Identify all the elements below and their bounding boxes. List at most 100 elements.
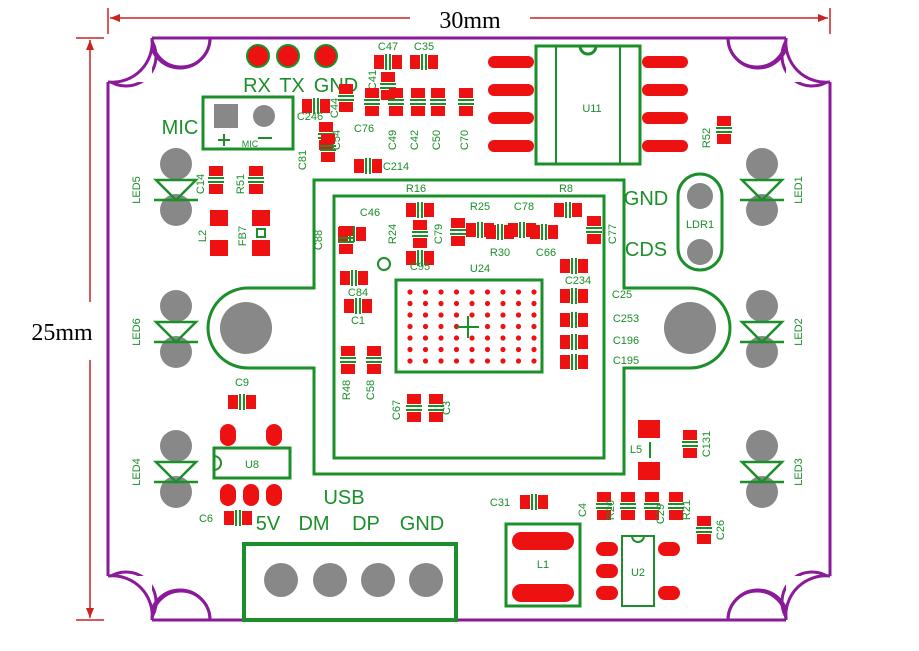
component-label: C50 [431, 130, 443, 150]
component-label: R51 [235, 174, 247, 194]
ldr: LDR1 GND CDS [624, 172, 724, 272]
bga-ball [453, 335, 460, 341]
led-label: LED4 [131, 458, 143, 486]
component-c47: C47 [374, 41, 402, 70]
component-c88: C88 [313, 226, 354, 254]
bga-ball [453, 346, 460, 353]
component-c95: C95 [406, 250, 434, 273]
ldr-label: LDR1 [686, 219, 714, 231]
component-label: C76 [354, 123, 374, 135]
led-label: LED1 [793, 176, 805, 204]
component-label: C14 [195, 174, 207, 194]
component-c70: C70 [458, 88, 474, 150]
bga-ball [531, 323, 537, 330]
component-c41: C41 [367, 70, 396, 100]
mic-label: MIC [162, 117, 199, 139]
component-c6: C6 [199, 510, 252, 526]
mount-hole-right [664, 302, 716, 354]
bga-ball [438, 289, 444, 295]
bga-ball [531, 289, 537, 295]
component-label: C9 [235, 377, 249, 389]
component-label: C47 [378, 41, 398, 53]
chip-u2: U2 [596, 535, 680, 607]
u11-label: U11 [582, 103, 601, 115]
component-label: C234 [565, 275, 591, 287]
bga-ball [484, 335, 491, 341]
component-label: C42 [409, 130, 421, 150]
width-dimension: 30mm [107, 8, 831, 34]
inductor-l5: L5 [630, 420, 660, 480]
component-label: C66 [536, 247, 556, 259]
component-label: C67 [391, 400, 403, 420]
component-c253: C253 [560, 312, 639, 328]
component-r21: R21 [668, 492, 693, 520]
component-c9: C9 [228, 377, 256, 410]
chip-u11: U11 [488, 44, 688, 166]
component-c76: C76 [354, 88, 380, 135]
bga-ball [500, 346, 506, 353]
module-outline [206, 178, 732, 476]
component-c25: C25 [560, 288, 632, 304]
height-label: 25mm [31, 320, 93, 346]
bga-ball [500, 312, 506, 318]
component-r48: R48 [340, 346, 356, 400]
l5-label: L5 [630, 444, 642, 456]
bga-ball [422, 312, 429, 318]
bga-ball [469, 312, 475, 318]
bga-ball [515, 358, 522, 364]
bga-ball [407, 335, 413, 341]
component-r8: R8 [554, 183, 582, 218]
component-label: C78 [514, 201, 534, 213]
component-label: R20 [605, 500, 617, 520]
led-led5: LED5 [131, 148, 200, 226]
component-label: C58 [365, 380, 377, 400]
led-led1: LED1 [738, 148, 805, 226]
bga-ball [469, 358, 475, 364]
chip-u8: U8 [212, 424, 292, 506]
bga-ball [515, 289, 522, 295]
bga-ball [484, 358, 491, 364]
mount-hole-left [220, 302, 272, 354]
component-label: C70 [459, 130, 471, 150]
bga-ball [531, 300, 537, 307]
component-label: C4 [577, 503, 589, 517]
fiducial [377, 257, 391, 271]
led-label: LED3 [793, 458, 805, 486]
component-label: C3 [441, 401, 453, 415]
component-c46: C46 [338, 207, 380, 242]
mic-small-label: MIC [242, 139, 259, 149]
component-c66: C66 [530, 224, 558, 259]
component-label: R30 [490, 247, 510, 259]
bga-ball [469, 346, 475, 353]
l1-label: L1 [537, 559, 549, 571]
component-r52: R52 [701, 116, 732, 148]
bga-ball [515, 300, 522, 307]
bga-ball [500, 335, 506, 341]
inductor-l1: L1 [504, 522, 582, 608]
bga-ball [515, 312, 522, 318]
component-label: R52 [701, 128, 713, 148]
component-label: R8 [559, 183, 573, 195]
component-label: C26 [715, 520, 727, 540]
bga-ball [531, 358, 537, 364]
bga-ball [438, 312, 444, 318]
usb-header: USB 5V DM DP GND [242, 487, 458, 622]
component-label: C88 [313, 230, 325, 250]
component-c195: C195 [560, 354, 639, 370]
bga-ball [407, 300, 413, 307]
led-label: LED2 [793, 318, 805, 346]
bga-ball [438, 300, 444, 307]
height-dimension: 25mm [31, 37, 104, 621]
bga-ball [515, 346, 522, 353]
led-led6: LED6 [131, 290, 200, 368]
component-c84: C84 [340, 270, 368, 299]
component-c67: C67 [391, 394, 422, 422]
bga-ball [500, 358, 506, 364]
component-c3: C3 [428, 394, 453, 422]
component-c234: C234 [560, 258, 591, 287]
component-label: R16 [406, 183, 426, 195]
component-label: C131 [701, 431, 713, 457]
bga-ball [453, 312, 460, 318]
bga-ball [469, 335, 475, 341]
